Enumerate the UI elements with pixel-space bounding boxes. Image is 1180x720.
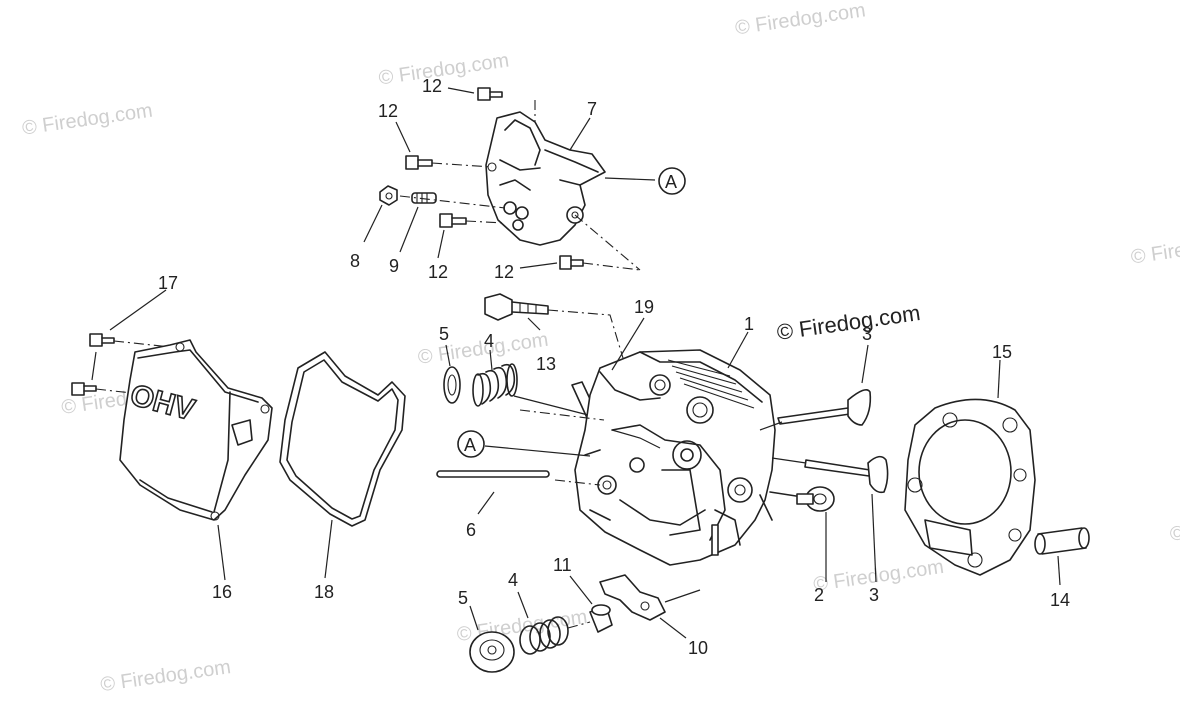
bolt-part-17 bbox=[89, 333, 115, 347]
exhaust-valve-part-3 bbox=[804, 455, 889, 494]
valve-seal-part-2 bbox=[769, 486, 835, 512]
bolt-part-12 bbox=[439, 213, 467, 228]
callout-13: 13 bbox=[536, 354, 556, 374]
callout-2: 2 bbox=[814, 585, 824, 605]
callout-6: 6 bbox=[466, 520, 476, 540]
callout-8: 8 bbox=[350, 251, 360, 271]
leader-lines bbox=[91, 87, 1061, 639]
watermark: © Firedog.com bbox=[1168, 506, 1180, 546]
watermark: © Firedog.com bbox=[99, 656, 232, 696]
cylinder-head-part-1 bbox=[574, 349, 776, 566]
rocker-bracket-part-7 bbox=[485, 111, 606, 246]
callout-labels: 12 12 7 8 9 12 12 17 19 1 3 15 5 4 13 6 … bbox=[158, 76, 1070, 658]
callout-12: 12 bbox=[422, 76, 442, 96]
callout-18: 18 bbox=[314, 582, 334, 602]
callout-10: 10 bbox=[688, 638, 708, 658]
valve-stem-seal-part-11 bbox=[589, 604, 613, 633]
callout-1: 1 bbox=[744, 314, 754, 334]
callout-12: 12 bbox=[428, 262, 448, 282]
reference-marker-a: A bbox=[658, 167, 686, 195]
valve-spring-part-4 bbox=[472, 363, 518, 407]
callout-15: 15 bbox=[992, 342, 1012, 362]
callout-12: 12 bbox=[378, 101, 398, 121]
bolt-part-12 bbox=[477, 87, 503, 101]
valve-cover-part-16: OHV bbox=[119, 339, 273, 521]
rocker-arm-part-10 bbox=[599, 574, 666, 621]
callout-3: 3 bbox=[862, 324, 872, 344]
watermark: © Firedog.com bbox=[21, 100, 154, 140]
callout-5: 5 bbox=[439, 324, 449, 344]
spring-retainer-part-5 bbox=[469, 631, 515, 673]
watermark: © Firedog.com bbox=[1129, 229, 1180, 269]
bolt-part-13 bbox=[484, 293, 549, 321]
reference-marker-a: A bbox=[457, 430, 485, 458]
bolt-part-12 bbox=[405, 155, 433, 170]
pushrod-part-6 bbox=[436, 470, 550, 478]
copyright-label: © Firedog.com bbox=[775, 300, 922, 345]
dowel-pin-part-14 bbox=[1034, 527, 1090, 555]
callout-17: 17 bbox=[158, 273, 178, 293]
callout-5: 5 bbox=[458, 588, 468, 608]
bolt-part-12 bbox=[559, 255, 584, 270]
callout-7: 7 bbox=[587, 99, 597, 119]
watermark: © Firedog.com bbox=[734, 0, 867, 39]
head-gasket-part-15 bbox=[904, 398, 1036, 576]
nut-part-8 bbox=[379, 185, 398, 206]
reference-label: A bbox=[464, 435, 476, 455]
bolt-part-17 bbox=[71, 382, 97, 396]
cover-gasket-part-18 bbox=[279, 351, 406, 527]
callout-12: 12 bbox=[494, 262, 514, 282]
callout-9: 9 bbox=[389, 256, 399, 276]
intake-valve-part-3 bbox=[777, 389, 872, 426]
reference-label: A bbox=[665, 172, 677, 192]
callout-3: 3 bbox=[869, 585, 879, 605]
callout-14: 14 bbox=[1050, 590, 1070, 610]
callout-4: 4 bbox=[508, 570, 518, 590]
callout-11: 11 bbox=[553, 555, 572, 575]
callout-4: 4 bbox=[484, 331, 494, 351]
callout-16: 16 bbox=[212, 582, 232, 602]
watermark: © Firedog.com bbox=[377, 49, 510, 89]
spring-retainer-part-5 bbox=[443, 366, 461, 404]
valve-spring-part-4 bbox=[519, 616, 569, 655]
adjuster-part-9 bbox=[411, 192, 437, 204]
callout-19: 19 bbox=[634, 297, 654, 317]
